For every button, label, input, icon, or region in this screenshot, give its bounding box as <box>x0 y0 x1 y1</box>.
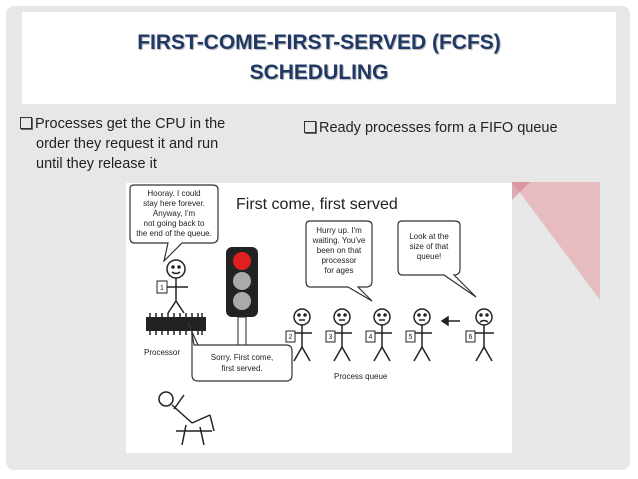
svg-text:3: 3 <box>329 334 333 341</box>
processor-label: Processor <box>144 348 180 357</box>
bullet-1-line-3: until they release it <box>36 156 157 172</box>
number-box-1 <box>156 280 168 294</box>
svg-text:2: 2 <box>289 334 293 341</box>
arrow-left-icon <box>440 315 460 327</box>
cartoon-illustration: First come, first served Hooray. I could… <box>129 184 494 446</box>
traffic-light-icon <box>226 247 258 350</box>
number-box-3 <box>325 330 336 343</box>
processor-chip-icon <box>146 313 206 335</box>
number-box-4 <box>365 330 376 343</box>
speech-bubble-left: Hooray. I could stay here forever. Anywa… <box>129 184 219 263</box>
bullet-2-line-1: Ready processes form a FIFO queue <box>319 120 558 136</box>
svg-text:stay here forever.: stay here forever. <box>143 199 205 208</box>
checkbox-bullet-icon <box>304 121 316 133</box>
bullet-1: Processes get the CPU in the order they … <box>20 114 288 174</box>
svg-text:Hooray. I could: Hooray. I could <box>147 189 200 198</box>
speech-bubble-right: Look at the size of that queue! <box>397 220 477 298</box>
queue-figure-6 <box>474 308 494 362</box>
fcfs-cartoon: First come, first served Hooray. I could… <box>126 183 512 453</box>
number-box-6 <box>465 330 476 343</box>
speech-bubble-bottom: Sorry. First come, first served. <box>187 322 293 382</box>
process-queue-label: Process queue <box>334 372 388 381</box>
svg-text:queue!: queue! <box>417 252 441 261</box>
svg-text:Look at the: Look at the <box>409 232 449 241</box>
svg-text:processor: processor <box>321 256 356 265</box>
slide-title: FIRST-COME-FIRST-SERVED (FCFS) SCHEDULIN… <box>22 28 616 88</box>
cartoon-heading: First come, first served <box>236 196 398 213</box>
reclining-figure-icon <box>158 391 215 446</box>
number-box-5 <box>405 330 416 343</box>
bullet-1-line-1: Processes get the CPU in the <box>35 116 226 132</box>
bullet-2: Ready processes form a FIFO queue <box>304 118 634 138</box>
svg-text:Anyway, I'm: Anyway, I'm <box>153 209 196 218</box>
number-box-2 <box>285 330 296 343</box>
speech-bubble-middle: Hurry up. I'm waiting. You've been on th… <box>305 220 373 302</box>
svg-text:first served.: first served. <box>221 364 262 373</box>
svg-text:6: 6 <box>469 334 473 341</box>
svg-text:5: 5 <box>409 334 413 341</box>
svg-text:not going back to: not going back to <box>144 219 205 228</box>
queue-figure-5 <box>412 308 432 362</box>
checkbox-bullet-icon <box>20 117 32 129</box>
queue-figure-3 <box>332 308 352 362</box>
svg-text:the end of the queue.: the end of the queue. <box>136 229 212 238</box>
svg-text:Sorry. First come,: Sorry. First come, <box>211 353 274 362</box>
title-box <box>22 12 616 104</box>
svg-text:4: 4 <box>369 334 373 341</box>
svg-text:been on that: been on that <box>317 246 362 255</box>
svg-text:Hurry up. I'm: Hurry up. I'm <box>316 226 362 235</box>
svg-text:size of that: size of that <box>410 242 449 251</box>
title-line-1: FIRST-COME-FIRST-SERVED (FCFS) <box>137 31 501 54</box>
bullet-1-line-2: order they request it and run <box>36 136 219 152</box>
svg-text:for ages: for ages <box>325 266 354 275</box>
svg-text:waiting. You've: waiting. You've <box>312 236 366 245</box>
stick-figure-1 <box>164 259 188 314</box>
svg-text:1: 1 <box>160 285 164 292</box>
title-line-2: SCHEDULING <box>249 61 389 84</box>
